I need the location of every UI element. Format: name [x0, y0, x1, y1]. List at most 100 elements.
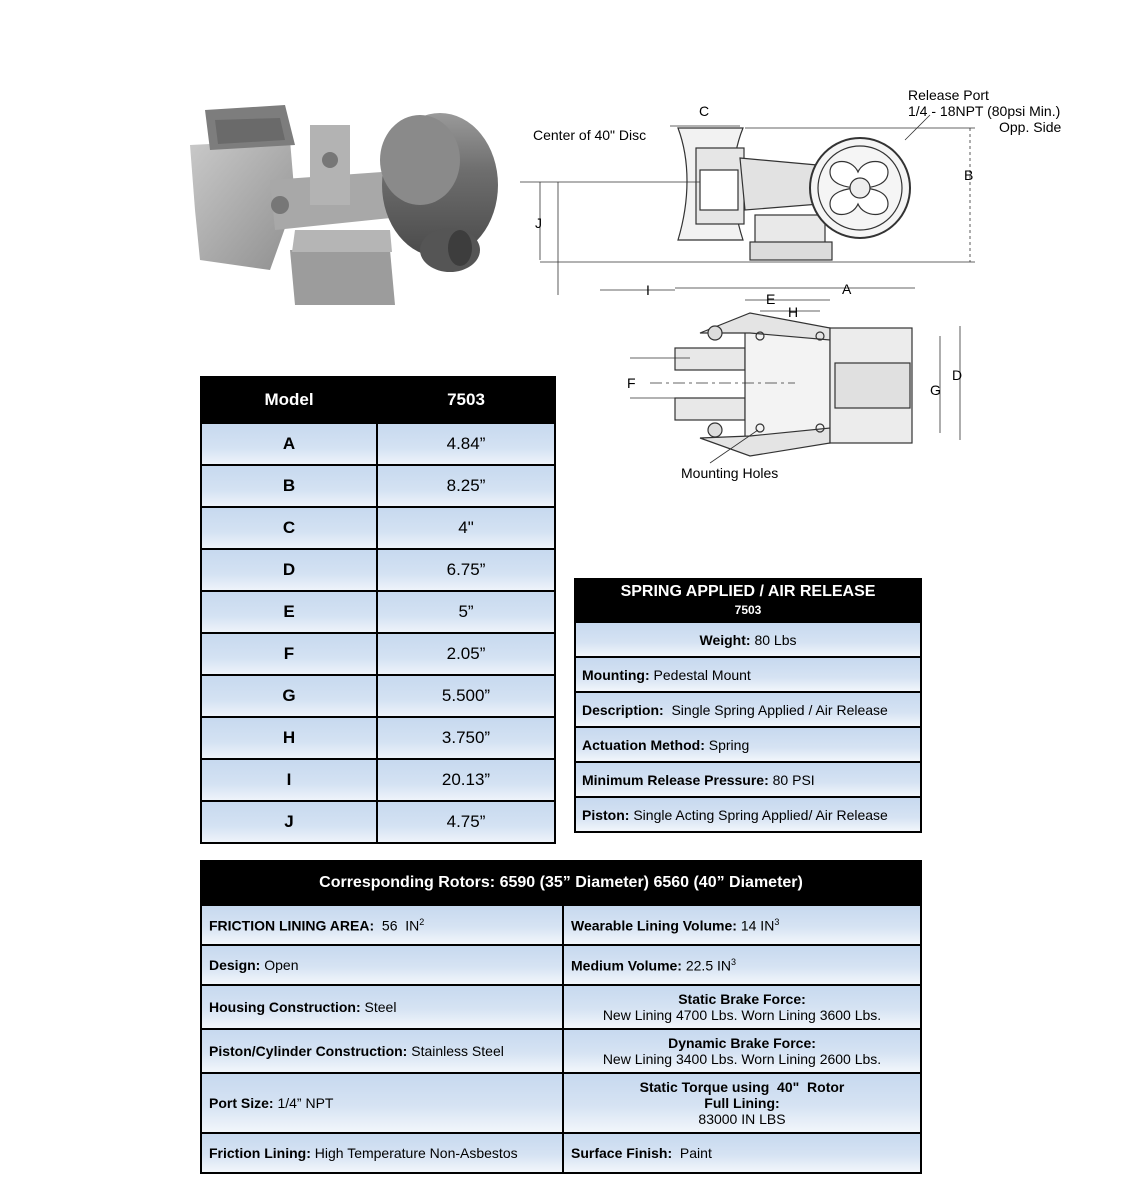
table-row: Housing Construction: Steel Static Brake…	[200, 984, 922, 1030]
rotors-title: Corresponding Rotors: 6590 (35” Diameter…	[200, 860, 922, 906]
dim-key: G	[200, 674, 378, 718]
table-row: Design: Open Medium Volume: 22.5 IN3	[200, 944, 922, 986]
housing-label: Housing Construction:	[209, 999, 361, 1015]
dim-key: I	[200, 758, 378, 802]
dim-label-f: F	[627, 375, 636, 391]
dim-value: 3.750”	[376, 716, 556, 760]
piston-label: Piston/Cylinder Construction:	[209, 1043, 408, 1059]
table-row: Port Size: 1/4” NPT Static Torque using …	[200, 1072, 922, 1134]
spec-cell: Description: Single Spring Applied / Air…	[574, 691, 922, 728]
spec-label: Mounting:	[582, 666, 650, 683]
piston-value: Stainless Steel	[407, 1043, 504, 1059]
spec-label: Minimum Release Pressure:	[582, 771, 769, 788]
dim-value: 4"	[376, 506, 556, 550]
table-row: Weight: 80 Lbs	[574, 621, 922, 658]
specs-table: SPRING APPLIED / AIR RELEASE 7503 Weight…	[574, 578, 922, 833]
table-row: FRICTION LINING AREA: 56 IN2 Wearable Li…	[200, 904, 922, 946]
specs-header: SPRING APPLIED / AIR RELEASE 7503	[574, 578, 922, 623]
specs-subtitle: 7503	[734, 603, 762, 617]
dim-label-j: J	[535, 215, 542, 231]
spec-value: Pedestal Mount	[649, 666, 751, 683]
design-label: Design:	[209, 957, 261, 973]
table-row: Actuation Method: Spring	[574, 726, 922, 763]
dim-value: 6.75”	[376, 548, 556, 592]
wearable-value: 14 IN	[736, 917, 775, 934]
dim-value: 8.25”	[376, 464, 556, 508]
medium-value: 22.5 IN	[681, 957, 731, 974]
dim-key: F	[200, 632, 378, 676]
side-view-drawing: C B J Center of 40" Disc Release Port 1/…	[520, 87, 1061, 295]
wearable-unit-exponent: 3	[774, 916, 780, 927]
dim-label-a: A	[842, 281, 852, 297]
rotors-table: Corresponding Rotors: 6590 (35” Diameter…	[200, 860, 922, 1174]
rotors-header-row: Corresponding Rotors: 6590 (35” Diameter…	[200, 860, 922, 906]
finish-cell: Surface Finish: Paint	[562, 1132, 922, 1174]
dim-label-h: H	[788, 304, 798, 320]
friction-area-cell: FRICTION LINING AREA: 56 IN2	[200, 904, 564, 946]
dim-label-i: I	[646, 282, 650, 298]
lining-value: High Temperature Non-Asbestos	[310, 1145, 518, 1161]
dim-key: E	[200, 590, 378, 634]
spec-value: 80 PSI	[768, 771, 815, 788]
model-number-header: 7503	[376, 376, 556, 424]
spec-value: Single Spring Applied / Air Release	[663, 701, 888, 718]
spec-cell: Actuation Method: Spring	[574, 726, 922, 763]
dim-key: H	[200, 716, 378, 760]
release-port-side: Opp. Side	[999, 119, 1061, 135]
port-cell: Port Size: 1/4” NPT	[200, 1072, 564, 1134]
medium-cell: Medium Volume: 22.5 IN3	[562, 944, 922, 986]
spec-value: Spring	[704, 736, 750, 753]
spec-cell: Weight: 80 Lbs	[574, 621, 922, 658]
dim-label-c: C	[699, 103, 709, 119]
dynamic-force-label: Dynamic Brake Force:	[668, 1035, 816, 1051]
design-value: Open	[260, 957, 299, 973]
dim-key: J	[200, 800, 378, 844]
model-header: Model	[200, 376, 378, 424]
friction-area-value: 56 IN	[374, 917, 420, 934]
dim-key: A	[200, 422, 378, 466]
torque-sublabel: Full Lining:	[704, 1095, 780, 1111]
product-photo	[190, 105, 498, 305]
port-label: Port Size:	[209, 1095, 274, 1111]
table-row: Piston: Single Acting Spring Applied/ Ai…	[574, 796, 922, 833]
lining-label: Friction Lining:	[209, 1145, 311, 1161]
dim-value: 4.84”	[376, 422, 556, 466]
wearable-label: Wearable Lining Volume:	[571, 917, 737, 934]
lining-cell: Friction Lining: High Temperature Non-As…	[200, 1132, 564, 1174]
housing-cell: Housing Construction: Steel	[200, 984, 564, 1030]
mounting-holes-label: Mounting Holes	[681, 465, 778, 481]
friction-area-unit-exponent: 2	[419, 916, 425, 927]
spec-label: Description:	[582, 701, 664, 718]
medium-label: Medium Volume:	[571, 957, 682, 974]
dim-label-b: B	[964, 167, 973, 183]
torque-label: Static Torque using 40" Rotor	[639, 1079, 845, 1095]
dim-label-d: D	[952, 367, 962, 383]
dim-value: 5.500”	[376, 674, 556, 718]
port-value: 1/4” NPT	[273, 1095, 334, 1111]
spec-label: Actuation Method:	[582, 736, 705, 753]
static-force-cell: Static Brake Force:New Lining 4700 Lbs. …	[562, 984, 922, 1030]
wearable-cell: Wearable Lining Volume: 14 IN3	[562, 904, 922, 946]
housing-value: Steel	[360, 999, 397, 1015]
dim-value: 5”	[376, 590, 556, 634]
specs-header-row: SPRING APPLIED / AIR RELEASE 7503	[574, 578, 922, 623]
finish-value: Paint	[672, 1145, 712, 1161]
top-view-drawing: A E H F G D I Mounting Holes	[600, 281, 962, 481]
spec-cell: Minimum Release Pressure: 80 PSI	[574, 761, 922, 798]
dim-key: C	[200, 506, 378, 550]
static-force-value: New Lining 4700 Lbs. Worn Lining 3600 Lb…	[602, 1007, 882, 1023]
spec-cell: Mounting: Pedestal Mount	[574, 656, 922, 693]
dim-label-e: E	[766, 291, 775, 307]
dim-value: 20.13”	[376, 758, 556, 802]
dim-label-g: G	[930, 382, 941, 398]
medium-unit-exponent: 3	[731, 956, 737, 967]
dim-value: 4.75”	[376, 800, 556, 844]
torque-value: 83000 IN LBS	[698, 1111, 786, 1127]
